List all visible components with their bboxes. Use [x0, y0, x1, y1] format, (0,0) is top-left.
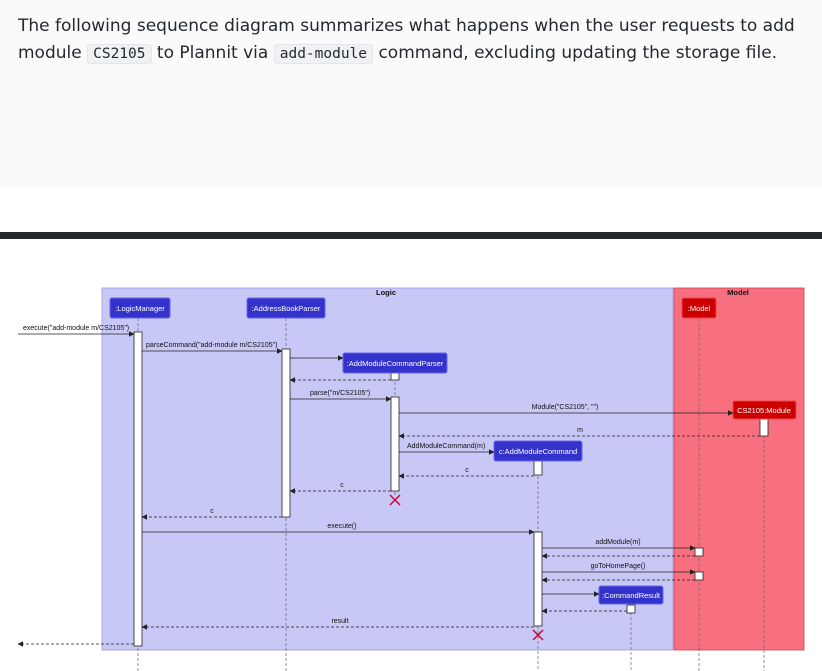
model-group-label: Model — [727, 288, 749, 297]
destroy-mark-parser — [389, 494, 401, 506]
participant-cs2105-module-label: CS2105:Module — [737, 406, 791, 415]
participant-command-result: :CommandResult — [598, 585, 664, 605]
activation-command-result — [626, 604, 636, 614]
participant-add-module-command-parser-label: :AddModuleCommandParser — [347, 359, 444, 368]
intro-text-1: The following sequence diagram summarize… — [18, 16, 795, 63]
label-module-ctor: Module("CS2105", "") — [532, 404, 599, 411]
intro-panel: The following sequence diagram summarize… — [0, 0, 822, 188]
label-return-c-3: c — [210, 508, 214, 515]
activation-command-execute — [533, 531, 543, 627]
horizontal-rule — [0, 232, 822, 239]
label-return-c-2: c — [340, 482, 344, 489]
activation-bars — [133, 331, 769, 647]
participant-add-module-command: c:AddModuleCommand — [493, 440, 583, 462]
intro-text-2: to Plannit via — [156, 43, 269, 63]
label-result: result — [331, 618, 348, 625]
activation-parser-parse — [390, 396, 400, 492]
logic-group-box — [101, 287, 674, 651]
intro-text-3: command, excluding updating the storage … — [378, 43, 778, 63]
intro-paragraph: The following sequence diagram summarize… — [18, 13, 808, 68]
label-parse-command: parseCommand("add-module m/CS2105") — [146, 342, 277, 349]
participant-model: :Model — [681, 297, 717, 319]
participant-logic-manager-label: :LogicManager — [115, 304, 165, 313]
destroy-mark-command — [532, 629, 544, 641]
participant-address-book-parser: :AddressBookParser — [246, 297, 326, 319]
label-add-module: addModule(m) — [595, 539, 640, 546]
participant-logic-manager: :LogicManager — [109, 297, 171, 319]
activation-address-book-parser — [281, 348, 291, 518]
label-go-to-home-page: goToHomePage() — [591, 563, 646, 570]
participant-add-module-command-label: c:AddModuleCommand — [499, 447, 577, 456]
label-add-module-command-ctor: AddModuleCommand(m) — [407, 443, 485, 450]
activation-model-add — [694, 547, 704, 557]
label-return-c-1: c — [465, 467, 469, 474]
participant-address-book-parser-label: :AddressBookParser — [252, 304, 321, 313]
sequence-diagram: Logic Model :LogicManager :AddressBookPa… — [17, 287, 805, 671]
logic-group-label: Logic — [376, 288, 396, 297]
participant-command-result-label: :CommandResult — [602, 591, 661, 600]
activation-logic-manager — [133, 331, 143, 647]
intro-code-module: CS2105 — [87, 44, 152, 64]
activation-module-create — [759, 417, 769, 437]
participant-model-label: :Model — [688, 304, 711, 313]
message-arrows — [17, 331, 760, 647]
label-return-m: m — [577, 427, 583, 434]
intro-code-command: add-module — [273, 44, 374, 64]
label-execute-call: execute("add-module m/CS2105") — [23, 325, 129, 332]
participant-add-module-command-parser: :AddModuleCommandParser — [342, 352, 448, 374]
model-group-box — [673, 287, 805, 651]
activation-model-home — [694, 571, 704, 581]
label-parse: parse("m/CS2105") — [310, 390, 370, 397]
participant-cs2105-module: CS2105:Module — [732, 400, 797, 420]
label-execute: execute() — [327, 523, 356, 530]
